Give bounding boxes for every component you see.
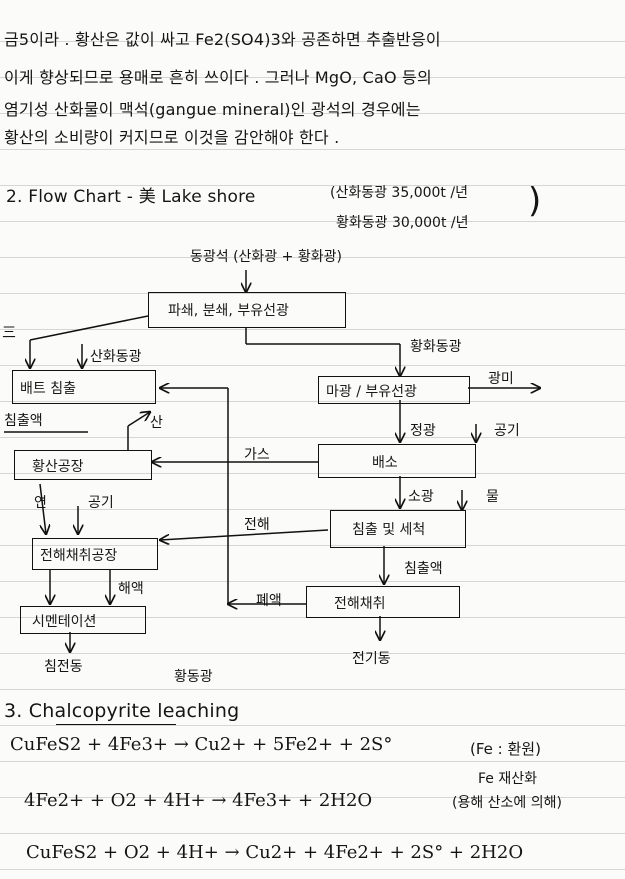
label-air-plant: 공기 <box>88 495 114 511</box>
box-crush-label: 파쇄, 분쇄, 부유선광 <box>168 303 289 319</box>
box-roasting-label: 배소 <box>372 455 398 471</box>
equation-2-note-1: Fe 재산화 <box>478 771 537 787</box>
label-tailings: 광미 <box>488 371 514 387</box>
equation-2-note-2: (용해 산소에 의해) <box>452 795 562 811</box>
label-concentrate: 정광 <box>410 423 436 439</box>
left-edge-mark: 三 <box>2 325 16 341</box>
box-electrowin-plant-label: 전해채취공장 <box>40 548 118 564</box>
box-crush-grind-flotation <box>148 292 346 328</box>
label-oxide-ore: 산화동광 <box>90 349 142 365</box>
label-calcine: 소광 <box>408 489 434 505</box>
box-acid-plant-label: 황산공장 <box>32 459 84 475</box>
leaching-heading: 3. Chalcopyrite leaching <box>4 700 240 722</box>
para-line-4: 황산의 소비량이 커지므로 이것을 감안해야 한다 . <box>4 128 340 147</box>
para-line-1: 금5이라 . 황산은 값이 싸고 Fe2(SO4)3와 공존하면 추출반응이 <box>4 30 441 49</box>
capacity-brace: ) <box>528 181 542 221</box>
box-cementation <box>20 606 146 634</box>
equation-3: CuFeS2 + O2 + 4H+ → Cu2+ + 4Fe2+ + 2S° +… <box>26 842 524 863</box>
label-cement-copper: 침전동 <box>44 659 83 675</box>
label-gas: 가스 <box>244 447 270 463</box>
label-leach-liquor: 침출액 <box>404 561 443 577</box>
box-vat-label: 배트 침출 <box>20 381 76 397</box>
label-spent-electrolyte: 폐액 <box>256 593 282 609</box>
label-leach-liquor-left: 침출액 <box>4 413 43 429</box>
box-electrowin-plant <box>32 538 158 570</box>
box-leach-wash-label: 침출 및 세척 <box>352 522 426 538</box>
box-roast-flot-label: 마광 / 부유선광 <box>326 384 417 400</box>
equation-1: CuFeS2 + 4Fe3+ → Cu2+ + 5Fe2+ + 2S° <box>10 734 393 755</box>
box-electrolysis <box>306 586 460 618</box>
para-line-2: 이게 향상되므로 용매로 흔히 쓰이다 . 그러나 MgO, CaO 등의 <box>4 68 432 87</box>
label-water: 물 <box>486 489 499 505</box>
label-cathode-copper: 전기동 <box>352 651 391 667</box>
label-spent: 전해 <box>244 517 270 533</box>
box-roast-flotation <box>318 376 470 404</box>
box-roasting <box>318 444 476 478</box>
box-leach-wash <box>330 510 466 548</box>
label-electrolyte: 해액 <box>118 581 144 597</box>
heading-underline <box>56 724 176 725</box>
box-cementation-label: 시멘테이션 <box>32 614 97 630</box>
label-sulfide-copper: 황동광 <box>174 669 213 685</box>
flow-input-label: 동광석 (산화광 + 황화광) <box>190 249 342 265</box>
box-vat-leaching <box>12 370 156 404</box>
box-acid-plant <box>14 450 152 480</box>
label-acid: 산 <box>150 415 163 431</box>
label-air-roast: 공기 <box>494 423 520 439</box>
equation-2: 4Fe2+ + O2 + 4H+ → 4Fe3+ + 2H2O <box>24 790 373 811</box>
capacity-sulfide: 황화동광 30,000t /년 <box>336 215 469 231</box>
para-line-3: 염기성 산화물이 맥석(gangue mineral)인 광석의 경우에는 <box>4 100 421 119</box>
equation-1-note: (Fe : 환원) <box>470 740 541 758</box>
flowchart-heading: 2. Flow Chart - 美 Lake shore <box>6 187 256 207</box>
label-lead: 연 <box>34 495 47 511</box>
box-electrolysis-label: 전해채취 <box>334 596 386 612</box>
capacity-oxide: (산화동광 35,000t /년 <box>330 185 468 201</box>
label-sulfide-ore: 황화동광 <box>410 339 462 355</box>
